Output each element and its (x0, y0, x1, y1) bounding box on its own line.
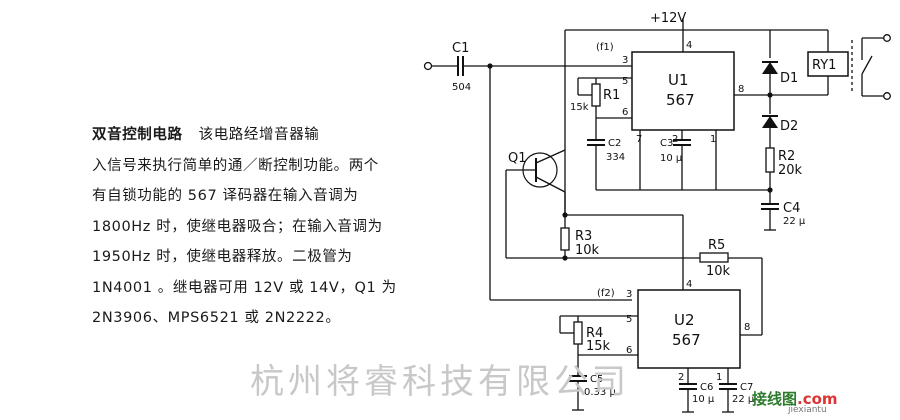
d1-diode (762, 62, 778, 74)
r4-name: R4 (586, 326, 603, 341)
u2-chip (637, 289, 741, 369)
c5-value: 0.33 μ (584, 387, 616, 398)
c7-name: C7 (740, 382, 753, 393)
u1-pin-6: 6 (622, 107, 628, 118)
r3-bottom-junction (562, 255, 568, 261)
description-heading: 双音控制电路 (92, 127, 183, 143)
u1-pin-1: 1 (710, 134, 716, 145)
c4-name: C4 (783, 201, 800, 216)
r1-resistor (591, 83, 601, 107)
c3-name: C3 (660, 138, 673, 149)
d2-diode (762, 116, 778, 128)
u2-part: 567 (672, 331, 701, 349)
u2-name: U2 (674, 311, 695, 329)
u2-freq-tag: (f2) (597, 288, 615, 299)
r5-name: R5 (708, 238, 725, 253)
u1-pin-4: 4 (686, 40, 692, 51)
c4-value: 22 μ (783, 216, 806, 227)
description-line-2: 入信号来执行简单的通／断控制功能。两个 (92, 157, 379, 174)
u2-pin-6: 6 (626, 345, 632, 356)
r3-value: 10k (575, 243, 600, 258)
q1-collector (535, 149, 566, 164)
c3-value: 10 μ (660, 153, 683, 164)
d2-label: D2 (780, 119, 798, 134)
r4-value: 15k (586, 339, 611, 354)
contact-blade (861, 55, 873, 75)
q1-label: Q1 (508, 151, 527, 166)
description-line-1: 双音控制电路该电路经增音器输 (92, 127, 320, 143)
description-line-5: 1950Hz 时，使继电器释放。二极管为 (92, 249, 353, 265)
description-line-7: 2N3906、MPS6521 或 2N2222。 (92, 310, 341, 326)
site-url: jiexiantu (788, 405, 827, 415)
r5-value: 10k (706, 264, 731, 279)
c5-name: C5 (590, 374, 603, 385)
u2-pin-2: 2 (678, 372, 684, 383)
c6-value: 10 μ (692, 394, 715, 405)
ground-junction (767, 187, 773, 193)
c2-name: C2 (608, 138, 621, 149)
u2-pin-5: 5 (626, 314, 632, 325)
r2-value: 20k (778, 163, 803, 178)
c1-label: C1 (452, 41, 469, 56)
d1-label: D1 (780, 71, 798, 86)
description-line-6: 1N4001 。继电器可用 12V 或 14V，Q1 为 (92, 279, 397, 296)
relay-label: RY1 (812, 58, 836, 73)
r4-resistor (573, 321, 583, 345)
r3-resistor (560, 227, 570, 251)
c7-value: 22 μ (732, 394, 755, 405)
u1-freq-tag: (f1) (596, 42, 614, 53)
watermark: 杭州将睿科技有限公司 (250, 362, 630, 402)
r3-name: R3 (575, 229, 592, 244)
u2-pin-3: 3 (626, 289, 632, 300)
q1-emitter (535, 176, 566, 193)
u2-pin-1: 1 (716, 372, 722, 383)
u1-pin-7: 7 (636, 134, 642, 145)
u2-pin-4: 4 (686, 279, 692, 290)
u1-name: U1 (668, 71, 689, 89)
c6-name: C6 (700, 382, 713, 393)
r2-resistor (765, 147, 775, 173)
description-line-4: 1800Hz 时，使继电器吸合；在输入音调为 (92, 218, 383, 235)
supply-label: +12V (650, 11, 686, 26)
u1-chip (631, 51, 735, 131)
site-logo: 接线图.com (752, 390, 838, 408)
description-line-3: 有自锁功能的 567 译码器在输入音调为 (92, 188, 359, 204)
input-terminal (423, 61, 433, 71)
circuit-description: 双音控制电路该电路经增音器输 入信号来执行简单的通／断控制功能。两个 有自锁功能… (92, 120, 397, 334)
u2-pin-8: 8 (744, 322, 750, 333)
u1-pin-8: 8 (738, 84, 744, 95)
r2-name: R2 (778, 149, 795, 164)
r5-resistor (699, 252, 729, 263)
u1-pin-5: 5 (622, 76, 628, 87)
contact-terminal-top (883, 34, 891, 42)
r1-name: R1 (603, 88, 620, 103)
c1-value: 504 (452, 82, 471, 93)
u1-part: 567 (666, 91, 695, 109)
c2-value: 334 (606, 152, 625, 163)
contact-terminal-bottom (883, 92, 891, 100)
r1-value: 15k (570, 102, 589, 113)
u1-pin-3: 3 (622, 55, 628, 66)
